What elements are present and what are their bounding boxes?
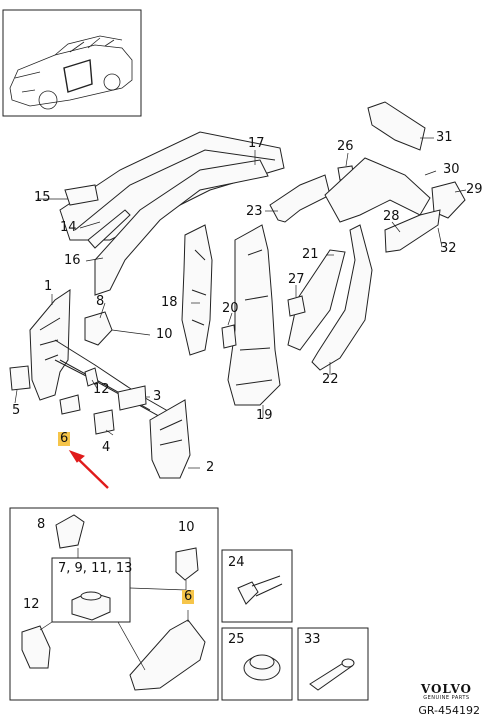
callout-21: 21 — [302, 247, 319, 262]
callout-32: 32 — [440, 241, 457, 256]
callout-23: 23 — [246, 204, 263, 219]
callout-27: 27 — [288, 272, 305, 287]
reference-number: GR-454192 — [418, 704, 480, 717]
highlight-arrow — [73, 454, 109, 489]
callout-4: 4 — [102, 440, 111, 455]
part-6-plate — [59, 394, 81, 415]
part-20-bracket — [221, 324, 237, 349]
callout-26: 26 — [337, 139, 354, 154]
callout-3: 3 — [153, 389, 162, 404]
callout-12: 12 — [93, 382, 110, 397]
callout-14: 14 — [60, 220, 77, 235]
box-25 — [221, 627, 293, 701]
brand-name: VOLVO — [420, 682, 472, 696]
detail-box — [9, 507, 219, 701]
part-29-bracket — [431, 181, 466, 219]
part-12-bracket — [84, 367, 99, 387]
part-28-bracket — [384, 209, 441, 253]
box-label-25: 25 — [228, 632, 245, 647]
box-label-33: 33 — [304, 632, 321, 647]
brand-tagline: GENUINE PARTS — [423, 695, 470, 701]
part-1-pillar — [29, 289, 71, 401]
part-31-bracket — [367, 101, 426, 151]
part-4-plate — [93, 409, 115, 435]
detail-callout-8: 8 — [37, 517, 46, 532]
callout-29: 29 — [466, 182, 483, 197]
detail-group-label: 7, 9, 11, 13 — [58, 561, 133, 576]
callout-31: 31 — [436, 130, 453, 145]
part-27-bracket — [287, 295, 306, 317]
box-24 — [221, 549, 293, 623]
callout-10: 10 — [156, 327, 173, 342]
callout-5: 5 — [12, 403, 21, 418]
part-8-10-bracket — [84, 311, 113, 346]
part-5-bracket — [9, 365, 31, 391]
callout-18: 18 — [161, 295, 178, 310]
detail-callout-6: 6 — [182, 589, 195, 604]
box-label-24: 24 — [228, 555, 245, 570]
callout-1: 1 — [44, 279, 53, 294]
detail-callout-12: 12 — [23, 597, 40, 612]
part-21-pillar — [287, 249, 346, 351]
callout-8: 8 — [96, 294, 105, 309]
detail-part-6 — [129, 619, 206, 691]
part-23-panel — [269, 174, 331, 223]
callout-22: 22 — [322, 372, 339, 387]
thumbnail-frame — [2, 9, 142, 117]
part-22-pillar — [311, 224, 373, 371]
volvo-logo: VOLVO GENUINE PARTS — [421, 682, 472, 701]
detail-part-8 — [55, 514, 85, 549]
car-thumbnail — [9, 35, 133, 110]
part-3-plate — [117, 385, 147, 411]
callout-15: 15 — [34, 190, 51, 205]
callout-19: 19 — [256, 408, 273, 423]
part-2-lower — [149, 399, 191, 479]
part-16-a-pillar — [94, 159, 269, 296]
detail-group-box — [51, 557, 131, 623]
callout-28: 28 — [383, 209, 400, 224]
part-19-b-pillar — [227, 224, 281, 406]
callout-30: 30 — [443, 162, 460, 177]
callout-16: 16 — [64, 253, 81, 268]
callout-17: 17 — [248, 136, 265, 151]
callout-20: 20 — [222, 301, 239, 316]
callout-2: 2 — [206, 460, 215, 475]
bolt-24 — [237, 575, 283, 605]
detail-part-10 — [175, 547, 199, 581]
part-18-b-pillar-inner — [181, 224, 213, 356]
part-14-rail — [87, 209, 131, 249]
detail-part-12 — [21, 625, 51, 669]
callout-6: 6 — [58, 431, 71, 446]
part-15-bracket — [64, 184, 99, 206]
detail-callout-10: 10 — [178, 520, 195, 535]
box-33 — [297, 627, 369, 701]
